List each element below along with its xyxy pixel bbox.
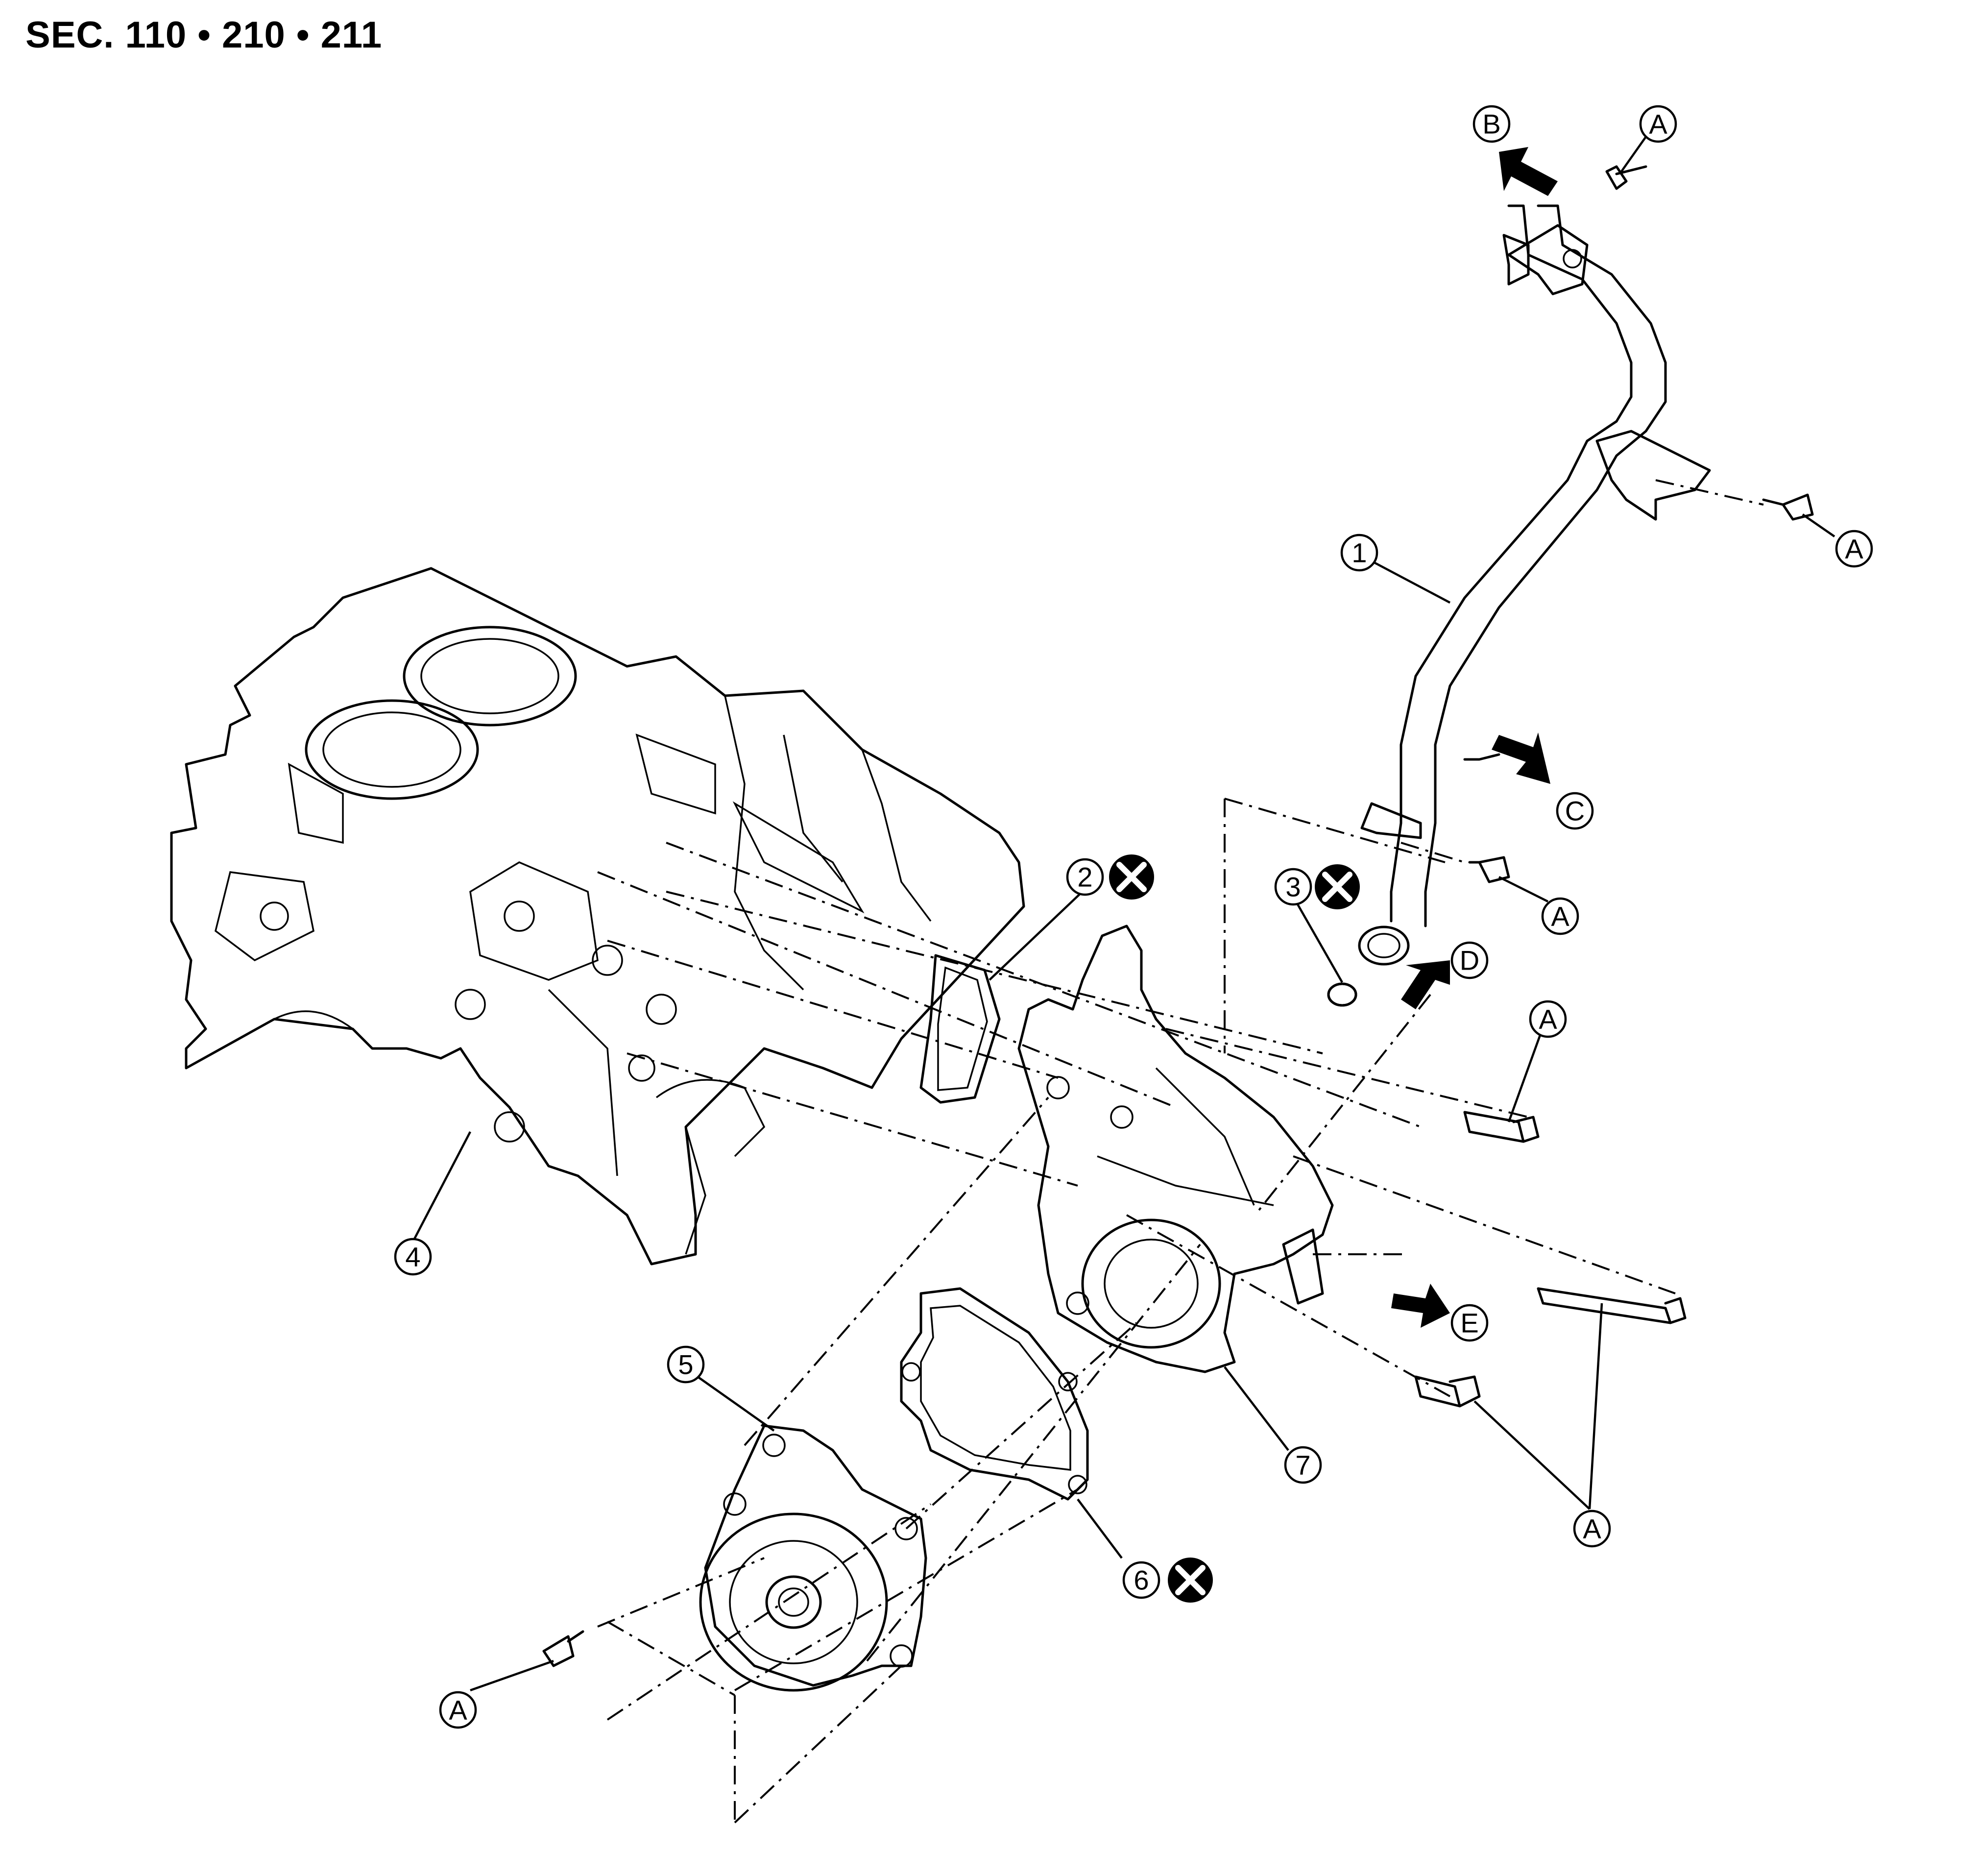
bolts [542,165,1814,1667]
direction-arrows [1391,147,1558,1328]
water-pump [699,1424,927,1692]
svg-text:A: A [1583,1513,1601,1544]
svg-text:2: 2 [1077,862,1092,893]
callout-a-top: A [1639,105,1677,143]
callout-6: 6 [1122,1561,1160,1599]
callout-3: 3 [1274,868,1312,906]
svg-text:7: 7 [1295,1450,1310,1481]
svg-text:6: 6 [1134,1565,1149,1596]
callout-d: D [1450,941,1489,979]
arrow-b-icon [1499,147,1558,196]
do-not-reuse-icon [1109,854,1154,900]
cylinder-block [170,567,1025,1266]
svg-text:5: 5 [678,1349,693,1380]
callout-c: C [1556,792,1594,830]
callout-7: 7 [1284,1446,1322,1484]
arrow-c-icon [1492,732,1550,784]
assembly-lines [597,479,1764,1824]
o-ring [1327,982,1357,1007]
svg-text:C: C [1565,796,1585,827]
svg-text:E: E [1460,1308,1478,1339]
gasket-2 [919,954,1001,1104]
callout-a-bottom-left: A [439,1691,477,1729]
gasket-6 [900,1287,1089,1501]
callout-b: B [1472,105,1511,143]
svg-text:A: A [1539,1004,1557,1035]
leader-lines [410,129,1835,1692]
svg-text:B: B [1482,109,1500,140]
svg-text:1: 1 [1352,537,1367,568]
callout-a-bottom-right: A [1573,1510,1611,1548]
callout-a-mid: A [1541,897,1579,935]
svg-text:A: A [1845,534,1863,564]
do-not-reuse-icon [1168,1558,1213,1603]
callout-a-right-upper: A [1835,530,1873,568]
svg-text:A: A [1551,901,1569,932]
arrow-e-icon [1391,1284,1450,1328]
arrow-d-icon [1401,960,1450,1009]
callout-e: E [1450,1304,1489,1342]
water-pipe [1327,204,1711,1007]
callout-4: 4 [394,1238,432,1276]
svg-text:A: A [449,1695,467,1726]
callout-a-right: A [1529,1000,1567,1038]
callout-5: 5 [667,1345,705,1384]
callout-1: 1 [1340,534,1378,572]
svg-text:D: D [1460,945,1479,976]
svg-text:A: A [1649,109,1667,140]
section-title: SEC. 110 • 210 • 211 [25,14,383,56]
svg-text:4: 4 [405,1242,420,1272]
do-not-reuse-icon [1315,864,1360,909]
svg-text:3: 3 [1285,872,1301,902]
callout-2: 2 [1066,858,1104,896]
